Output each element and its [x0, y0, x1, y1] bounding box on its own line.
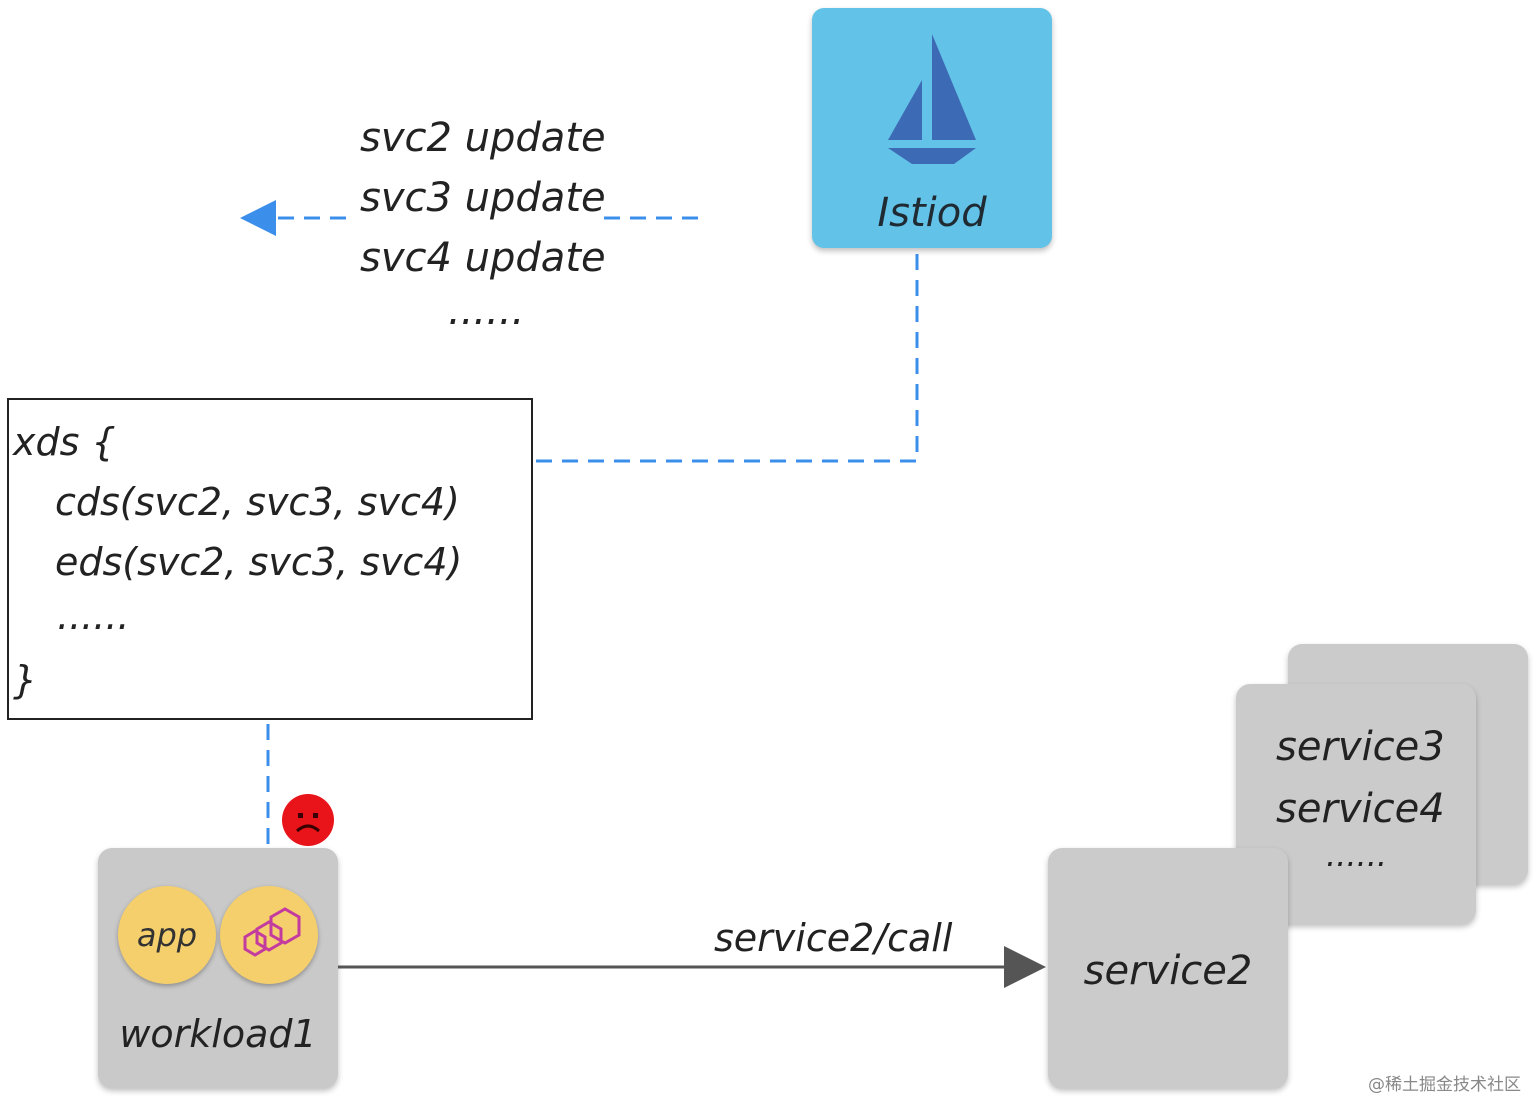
update-line-svc3: svc3 update — [360, 175, 606, 221]
sad-face-icon — [282, 794, 334, 846]
app-label: app — [136, 916, 198, 954]
update-line-svc4: svc4 update — [360, 235, 606, 281]
app-circle: app — [118, 886, 216, 984]
service4-label: service4 — [1276, 786, 1445, 832]
update-line-svc2: svc2 update — [360, 115, 606, 161]
sidecar-circle — [220, 886, 318, 984]
workload-label: workload1 — [119, 1012, 317, 1056]
update-list: svc2 update svc3 update svc4 update ....… — [360, 108, 606, 334]
xds-cds: cds(svc2, svc3, svc4) — [55, 480, 460, 524]
service3-label: service3 — [1276, 724, 1445, 770]
service-ellipsis: ...... — [1326, 836, 1388, 874]
update-ellipsis: ...... — [448, 288, 525, 334]
service2-card: service2 — [1048, 848, 1288, 1088]
xds-open: xds { — [13, 420, 116, 464]
envoy-icon — [243, 907, 301, 957]
istiod-label: Istiod — [877, 190, 987, 236]
call-label: service2/call — [714, 916, 953, 960]
workload1-node: app workload1 — [98, 848, 338, 1088]
xds-close: } — [13, 658, 38, 702]
xds-ellipsis: ...... — [57, 594, 130, 638]
xds-config-box: xds { cds(svc2, svc3, svc4) eds(svc2, sv… — [7, 398, 533, 720]
watermark: @稀土掘金技术社区 — [1368, 1075, 1521, 1095]
istiod-node: Istiod — [812, 8, 1052, 248]
service2-label: service2 — [1083, 948, 1253, 994]
xds-eds: eds(svc2, svc3, svc4) — [55, 540, 463, 584]
istio-sail-icon — [888, 34, 976, 164]
